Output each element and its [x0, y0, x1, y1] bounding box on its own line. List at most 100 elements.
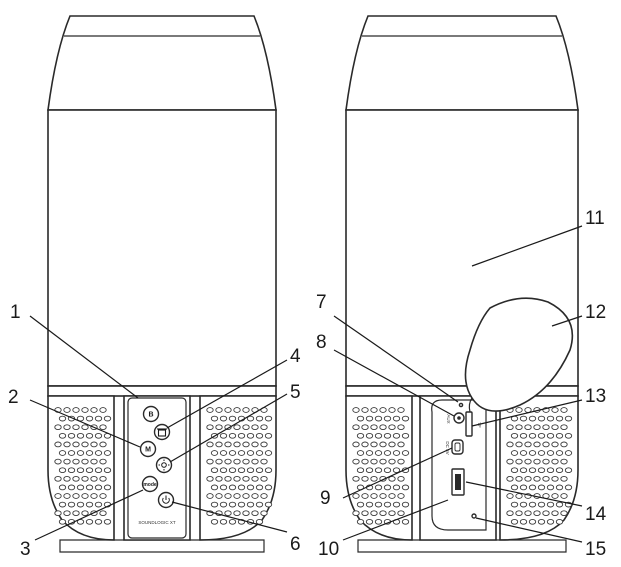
grill-hole	[519, 518, 528, 525]
grill-hole	[379, 493, 387, 499]
grill-hole	[103, 450, 112, 456]
grill-hole	[379, 441, 387, 448]
grill-hole	[251, 510, 259, 517]
grill-hole	[215, 493, 223, 499]
grill-hole	[374, 432, 383, 439]
grill-hole	[397, 493, 405, 499]
grill-hole	[99, 458, 107, 465]
grill-hole	[352, 475, 360, 482]
usb-c-port[interactable]	[451, 439, 464, 455]
grill-hole	[352, 424, 360, 431]
trash-button[interactable]	[153, 423, 171, 441]
grill-hole	[374, 501, 383, 508]
grill-hole	[388, 407, 396, 413]
grill-hole	[506, 493, 514, 499]
grill-holes	[206, 407, 273, 525]
grill-hole	[54, 493, 62, 499]
grill-hole	[560, 510, 568, 517]
grill-hole	[260, 493, 268, 499]
port-cover-flap[interactable]	[464, 297, 574, 413]
grill-hole	[515, 458, 523, 465]
grill-hole	[356, 501, 365, 508]
grill-hole	[560, 407, 568, 413]
grill-hole	[388, 424, 396, 431]
grill-hole	[397, 475, 405, 482]
reset-hole[interactable]	[471, 513, 477, 519]
grill-hole	[397, 441, 405, 448]
grill-hole	[401, 501, 410, 508]
grill-hole	[361, 458, 369, 465]
grill-hole	[546, 484, 555, 491]
light-button[interactable]	[155, 456, 173, 474]
grill-hole	[233, 475, 241, 482]
grill-hole	[264, 432, 273, 439]
grill-hole	[94, 484, 103, 491]
grill-hole	[519, 415, 528, 422]
grill-hole	[224, 493, 232, 499]
grill-hole	[72, 510, 80, 517]
grill-hole	[72, 458, 80, 465]
grill-hole	[215, 407, 223, 413]
grill-hole	[546, 518, 555, 525]
grill-hole	[365, 450, 374, 456]
grill-hole	[90, 493, 98, 499]
grill-hole	[54, 441, 62, 448]
grill-hole	[72, 424, 80, 431]
grill-hole	[361, 441, 369, 448]
grill-hole	[251, 458, 259, 465]
grill-hole	[383, 415, 392, 422]
grill-hole	[206, 424, 214, 431]
grill-hole	[58, 518, 67, 525]
grill-hole	[58, 467, 67, 474]
grill-hole	[555, 501, 564, 508]
callout-13: 13	[585, 386, 606, 407]
power-button[interactable]	[157, 491, 175, 509]
grill-hole	[67, 432, 76, 439]
grill-hole	[58, 450, 67, 456]
grill-hole	[67, 484, 76, 491]
grill-hole	[246, 415, 255, 422]
grill-hole	[206, 493, 214, 499]
grill-hole	[103, 484, 112, 491]
bluetooth-button[interactable]: B	[142, 405, 160, 423]
aux-port[interactable]	[453, 412, 465, 424]
grill-hole	[392, 432, 401, 439]
grill-hole	[224, 458, 232, 465]
grill-hole	[72, 441, 80, 448]
grill-hole	[397, 407, 405, 413]
trash-icon	[157, 428, 167, 437]
grill-hole	[210, 518, 219, 525]
grill-hole	[72, 493, 80, 499]
grill-hole	[210, 501, 219, 508]
grill-hole	[564, 415, 573, 422]
grill-hole	[352, 441, 360, 448]
grill-hole	[383, 484, 392, 491]
callout-2: 2	[8, 387, 19, 408]
grill-hole	[228, 484, 237, 491]
grill-hole	[352, 458, 360, 465]
grill-hole	[242, 475, 250, 482]
usb-a-port[interactable]	[451, 468, 465, 496]
callout-12: 12	[585, 302, 606, 323]
callout-7: 7	[316, 292, 327, 313]
grill-hole	[103, 467, 112, 474]
grill-hole	[264, 415, 273, 422]
grill-hole	[365, 415, 374, 422]
grill-hole	[515, 510, 523, 517]
aux-label: AUX	[446, 414, 451, 423]
mode-button-label: mode	[143, 482, 157, 488]
grill-hole	[233, 441, 241, 448]
grill-hole	[392, 467, 401, 474]
mode-button[interactable]: mode	[141, 475, 159, 493]
grill-hole	[103, 415, 112, 422]
grill-hole	[370, 441, 378, 448]
bluetooth-button-label: B	[148, 412, 153, 419]
grill-hole	[533, 510, 541, 517]
tf-card-slot[interactable]	[465, 411, 473, 437]
grill-hole	[537, 484, 546, 491]
grill-hole	[383, 432, 392, 439]
light-icon	[158, 459, 170, 471]
mode-m-button[interactable]: M	[139, 440, 157, 458]
grill-hole	[94, 467, 103, 474]
grill-hole	[237, 450, 246, 456]
